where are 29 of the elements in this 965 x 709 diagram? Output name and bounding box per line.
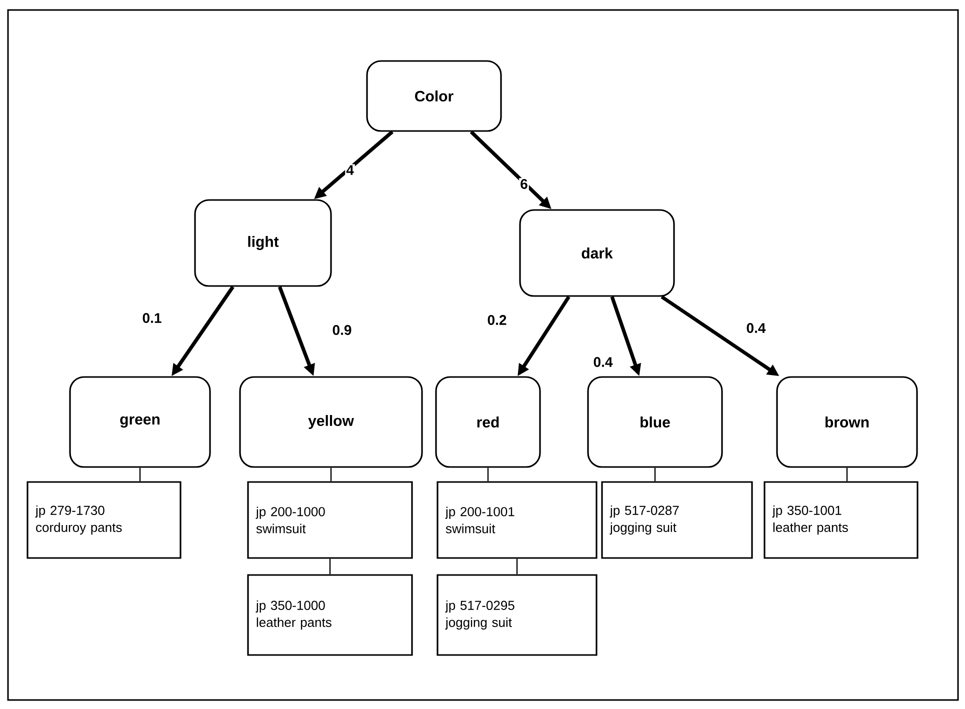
edge-label: 0.4 <box>592 356 614 368</box>
connector-line <box>654 468 656 482</box>
edge-label: 0.2 <box>486 314 508 326</box>
category-box: blue <box>587 376 723 468</box>
item-box: jp 517-0295 jogging suit <box>436 574 598 656</box>
connector-line <box>139 468 141 482</box>
item-box: jp 200-1001 swimsuit <box>436 481 598 559</box>
connector-line <box>329 558 331 574</box>
category-box: red <box>435 376 541 468</box>
category-box: brown <box>776 376 918 468</box>
category-box: yellow <box>239 376 423 468</box>
connector-line <box>487 468 489 482</box>
item-box: jp 517-0287 jogging suit <box>601 481 753 559</box>
category-box: light <box>194 199 332 287</box>
item-box: jp 350-1001 leather pants <box>764 481 918 559</box>
edge-label: 4 <box>345 164 355 176</box>
connector-line <box>516 558 518 574</box>
edge-label: 0.9 <box>331 324 353 336</box>
item-box: jp 200-1000 swimsuit <box>247 481 413 559</box>
edge-label: 0.4 <box>745 322 767 334</box>
category-box: Color <box>366 60 502 132</box>
item-box: jp 350-1000 leather pants <box>247 574 413 656</box>
edge-label: 0.1 <box>141 312 163 324</box>
edge-label: 6 <box>519 178 529 190</box>
category-box: dark <box>519 209 675 297</box>
connector-line <box>846 468 848 482</box>
connector-line <box>330 468 332 482</box>
item-box: jp 279-1730 corduroy pants <box>26 481 182 559</box>
category-box: green <box>69 376 211 468</box>
